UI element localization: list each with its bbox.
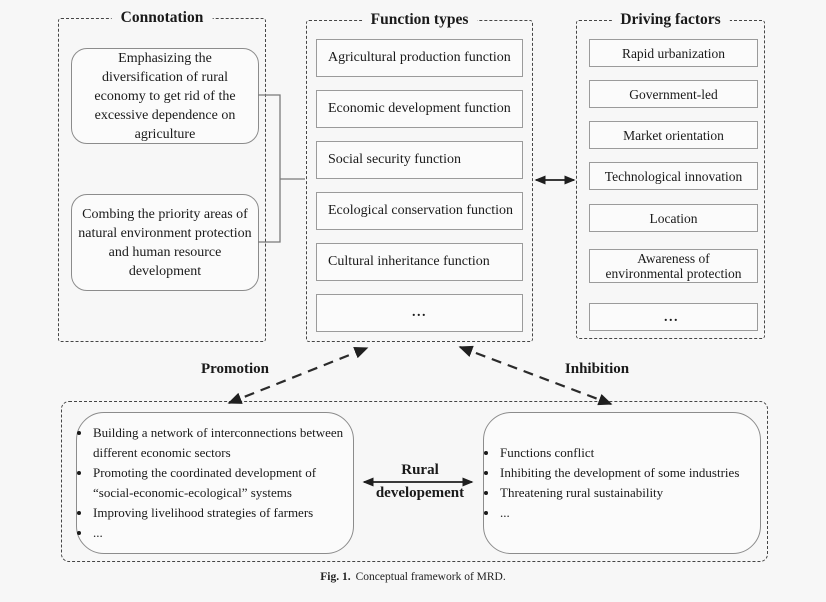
list-item: ... — [499, 503, 739, 523]
figure-caption-text: Conceptual framework of MRD. — [355, 571, 506, 583]
figure-caption-label: Fig. 1. — [320, 571, 351, 583]
function-social-security: Social security function — [316, 141, 523, 179]
factor-technological-innovation: Technological innovation — [589, 162, 758, 190]
rural-development-label-line2: developement — [375, 485, 465, 501]
connotation-item-priority-areas: Combing the priority areas of natural en… — [71, 194, 259, 291]
factor-environmental-awareness: Awareness of environmental protection — [589, 249, 758, 283]
list-item: Inhibiting the development of some indus… — [499, 463, 739, 483]
factor-location: Location — [589, 204, 758, 232]
factor-market-orientation: Market orientation — [589, 121, 758, 149]
function-economic-development: Economic development function — [316, 90, 523, 128]
list-item: Promoting the coordinated development of… — [92, 463, 353, 503]
driving-factors-title: Driving factors — [611, 10, 730, 30]
factor-more-ellipsis: ... — [589, 303, 758, 331]
driving-factors-group: Driving factors Rapid urbanization Gover… — [576, 10, 765, 339]
rural-development-label-line1: Rural — [401, 462, 439, 478]
function-agricultural-production: Agricultural production function — [316, 39, 523, 77]
figure-caption: Fig. 1. Conceptual framework of MRD. — [0, 571, 826, 583]
promotion-effects-box: Building a network of interconnections b… — [76, 412, 354, 554]
list-item: Improving livelihood strategies of farme… — [92, 503, 353, 523]
list-item: Building a network of interconnections b… — [92, 423, 353, 463]
function-cultural-inheritance: Cultural inheritance function — [316, 243, 523, 281]
connotation-group: Connotation Emphasizing the diversificat… — [58, 8, 266, 342]
factor-government-led: Government-led — [589, 80, 758, 108]
inhibition-effects-list: Functions conflict Inhibiting the develo… — [484, 443, 739, 523]
inhibition-label: Inhibition — [564, 361, 630, 377]
rural-development-label: Rural developement — [355, 462, 485, 502]
function-ecological-conservation: Ecological conservation function — [316, 192, 523, 230]
rural-development-group: Building a network of interconnections b… — [61, 401, 768, 562]
connotation-title: Connotation — [111, 8, 213, 28]
list-item: Functions conflict — [499, 443, 739, 463]
function-types-group: Function types Agricultural production f… — [306, 10, 533, 342]
function-types-title: Function types — [361, 10, 478, 30]
promotion-label: Promotion — [200, 361, 270, 377]
promotion-effects-list: Building a network of interconnections b… — [77, 423, 353, 543]
factor-rapid-urbanization: Rapid urbanization — [589, 39, 758, 67]
function-more-ellipsis: ... — [316, 294, 523, 332]
list-item: Threatening rural sustainability — [499, 483, 739, 503]
list-item: ... — [92, 523, 353, 543]
connotation-item-diversification: Emphasizing the diversification of rural… — [71, 48, 259, 144]
inhibition-effects-box: Functions conflict Inhibiting the develo… — [483, 412, 761, 554]
